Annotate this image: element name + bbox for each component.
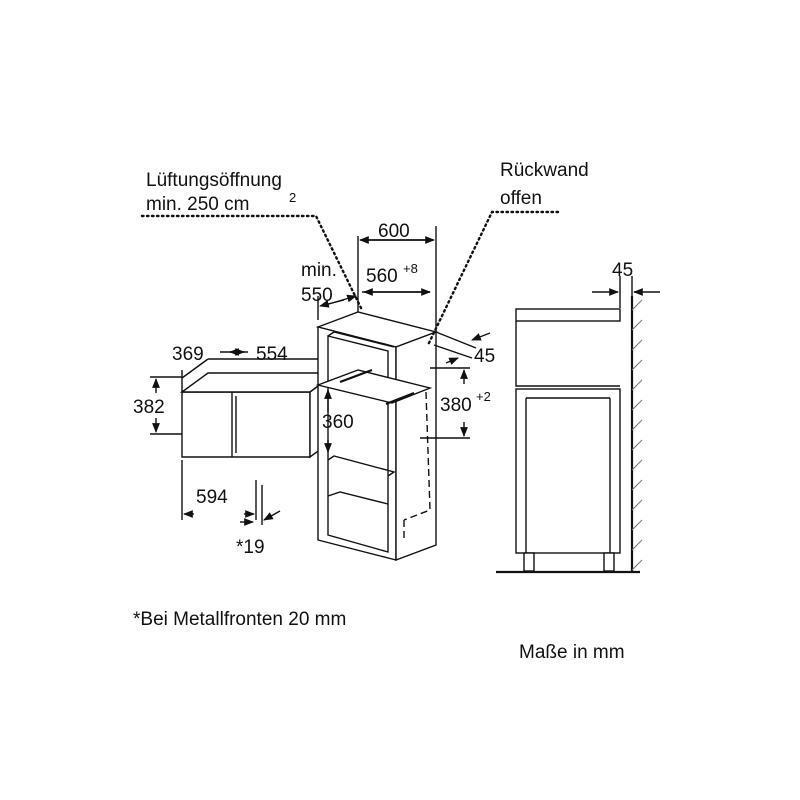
built-in-cabinet xyxy=(315,311,439,562)
ventilation-label-line2: min. 250 cm xyxy=(146,194,249,215)
dim-382 xyxy=(150,376,182,435)
cabinet-opening xyxy=(327,335,389,553)
hidden-rear-edge xyxy=(403,391,431,521)
ventilation-label-sup: 2 xyxy=(289,190,296,205)
dim-594-label: 594 xyxy=(196,487,228,508)
dim-45-side xyxy=(433,331,491,366)
dim-369-label: 369 xyxy=(172,344,204,365)
microwave-appliance xyxy=(179,371,339,459)
dim-594 xyxy=(181,460,257,520)
rear-wall-leader xyxy=(426,210,560,347)
cabinet-front xyxy=(317,326,397,561)
rear-wall-label-line2: offen xyxy=(500,188,542,209)
dim-600-label: 600 xyxy=(378,221,410,242)
side-view-leg-back xyxy=(603,552,615,572)
side-view-base-unit xyxy=(515,388,621,554)
dim-360-label: 360 xyxy=(322,412,354,433)
microwave-front xyxy=(181,391,311,458)
dim-45-right-label: 45 xyxy=(612,260,633,281)
dim-45-side-label: 45 xyxy=(474,346,495,367)
side-view-top-board xyxy=(515,308,621,322)
side-view-cabinet xyxy=(496,308,640,574)
dim-550-label: 550 xyxy=(301,285,333,306)
side-view-leg-front xyxy=(523,552,535,572)
footnote-text: *Bei Metallfronten 20 mm xyxy=(133,609,346,630)
ventilation-leader xyxy=(140,214,364,312)
dim-19-label: *19 xyxy=(236,537,265,558)
dim-min-label: min. xyxy=(301,260,337,281)
units-note: Maße in mm xyxy=(519,642,625,663)
dim-380 xyxy=(420,367,470,439)
dim-382-label: 382 xyxy=(133,397,165,418)
rear-wall xyxy=(630,296,643,572)
rear-wall-label-line1: Rückwand xyxy=(500,160,589,181)
ventilation-label-line1: Lüftungsöffnung xyxy=(146,170,282,191)
dim-45-right xyxy=(592,276,660,308)
dim-560-tolerance: +8 xyxy=(403,261,418,276)
dim-380-tolerance: +2 xyxy=(476,389,491,404)
dim-554-label: 554 xyxy=(256,344,288,365)
dim-380-label: 380 xyxy=(440,395,472,416)
cabinet-shelf xyxy=(315,369,433,404)
dim-19 xyxy=(240,485,281,526)
cabinet-side xyxy=(395,330,437,562)
dim-560-label: 560 xyxy=(366,266,398,287)
dim-600-560-550 xyxy=(317,226,437,332)
